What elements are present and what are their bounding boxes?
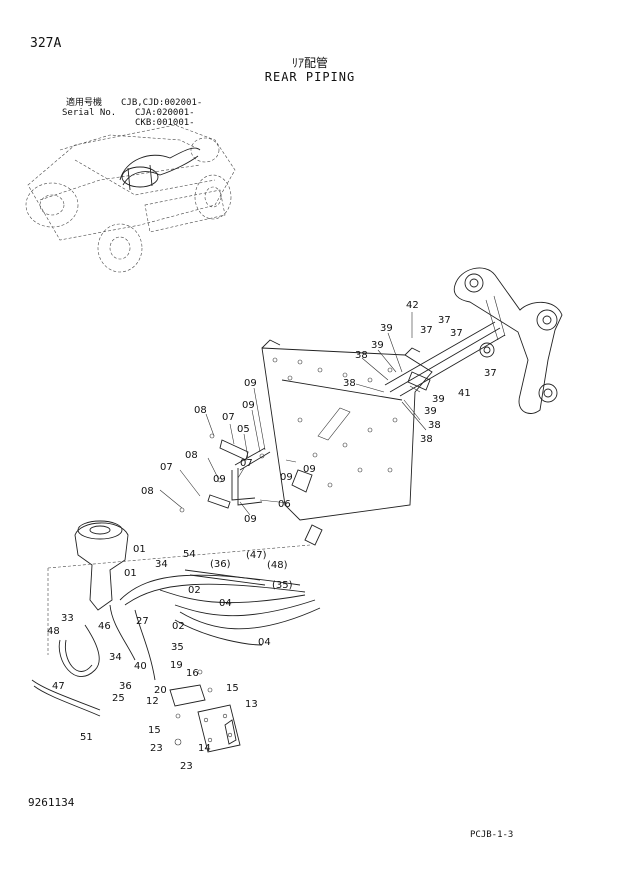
callout-label: 38 <box>420 434 433 445</box>
callout-label: 07 <box>222 412 235 423</box>
callout-label: 15 <box>148 725 161 736</box>
callout-label: 37 <box>484 368 497 379</box>
callout-label: 20 <box>154 685 167 696</box>
callout-label: 08 <box>141 486 154 497</box>
callout-label: 23 <box>150 743 163 754</box>
serial-value: CJB,CJD:002001- <box>121 98 203 108</box>
callout-label: 16 <box>186 668 199 679</box>
callout-label: 14 <box>198 743 211 754</box>
callout-label: 39 <box>371 340 384 351</box>
callout-leader-lines <box>159 312 427 516</box>
upper-pipe-assembly <box>179 321 506 513</box>
callout-label: 39 <box>432 394 445 405</box>
drawing-number: 9261134 <box>28 796 75 809</box>
page-reference: PCJB-1-3 <box>470 830 514 840</box>
serial-value: CJA:020001- <box>135 108 195 118</box>
rear-frame-plate <box>261 339 433 546</box>
callout-label: 38 <box>355 350 368 361</box>
callout-label: 38 <box>343 378 356 389</box>
callout-label: 04 <box>219 598 232 609</box>
serial-label-en: Serial No. <box>62 108 117 118</box>
callout-label: 19 <box>170 660 183 671</box>
callout-label: (35) <box>272 580 293 591</box>
callout-label: (47) <box>246 550 267 561</box>
serial-label-jp: 適用号機 <box>66 98 103 108</box>
callout-label: 09 <box>242 400 255 411</box>
callout-label: 37 <box>450 328 463 339</box>
callout-label: 47 <box>52 681 65 692</box>
callout-label: 09 <box>303 464 316 475</box>
callout-label: 48 <box>47 626 60 637</box>
callout-label: 27 <box>136 616 149 627</box>
callout-label: 07 <box>240 458 253 469</box>
callout-label: 54 <box>183 549 196 560</box>
callout-label: 09 <box>280 472 293 483</box>
callout-label: 13 <box>245 699 258 710</box>
callout-label: 06 <box>278 499 291 510</box>
callout-label: 39 <box>380 323 393 334</box>
callout-label: 08 <box>185 450 198 461</box>
callout-label: 35 <box>171 642 184 653</box>
title-english: REAR PIPING <box>264 70 356 84</box>
callout-label: 34 <box>155 559 168 570</box>
callout-label: 36 <box>119 681 132 692</box>
title-japanese: ﾘｱ配管 <box>291 56 328 70</box>
callout-label: 09 <box>244 378 257 389</box>
serial-value: CKB:001001- <box>135 118 195 128</box>
callout-label: 25 <box>112 693 125 704</box>
page-number: 327A <box>30 36 62 51</box>
callout-label: 01 <box>133 544 146 555</box>
callout-label: 37 <box>438 315 451 326</box>
callout-label: 07 <box>160 462 173 473</box>
callout-label: 09 <box>213 474 226 485</box>
callout-label: 37 <box>420 325 433 336</box>
callout-label: 33 <box>61 613 74 624</box>
callout-label: 09 <box>244 514 257 525</box>
callout-label: 23 <box>180 761 193 772</box>
callout-label: (36) <box>210 559 231 570</box>
boom-arm-illustration <box>453 267 563 414</box>
callout-label: 34 <box>109 652 122 663</box>
callout-label: 51 <box>80 732 93 743</box>
callout-label: 02 <box>188 585 201 596</box>
callout-label: 15 <box>226 683 239 694</box>
callout-label: 12 <box>146 696 159 707</box>
callout-label: 39 <box>424 406 437 417</box>
callout-label: 08 <box>194 405 207 416</box>
excavator-overview-illustration <box>25 124 236 273</box>
callout-label: 40 <box>134 661 147 672</box>
callout-label: 42 <box>406 300 419 311</box>
callout-label: 01 <box>124 568 137 579</box>
callout-label: 46 <box>98 621 111 632</box>
callout-label: 41 <box>458 388 471 399</box>
callout-label: 05 <box>237 424 250 435</box>
callout-label: (48) <box>267 560 288 571</box>
swivel-joint-and-hoses <box>31 520 321 753</box>
callout-label: 38 <box>428 420 441 431</box>
callout-label: 02 <box>172 621 185 632</box>
callout-label: 04 <box>258 637 271 648</box>
callout-labels: 42 39 37 37 37 39 38 37 38 41 39 39 38 3… <box>47 300 497 772</box>
